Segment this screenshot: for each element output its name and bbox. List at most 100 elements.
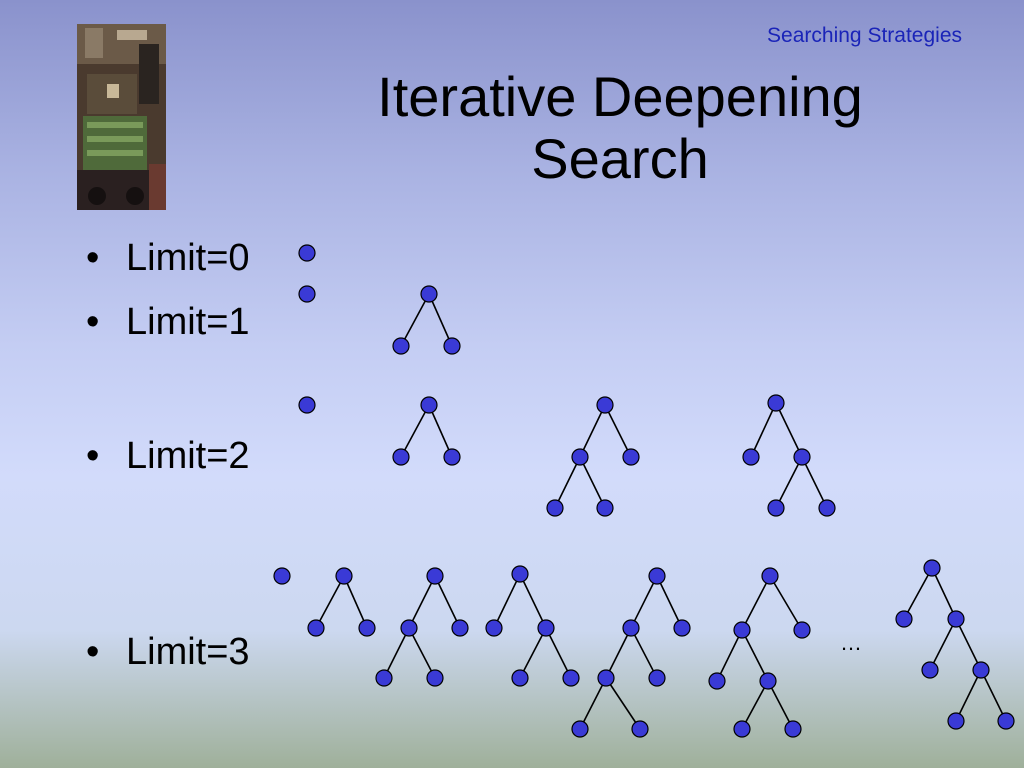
tree-node [947, 712, 965, 730]
tree-edge [955, 618, 982, 671]
tree-edge [931, 567, 957, 620]
robot-photo-image [77, 24, 166, 210]
tree-node [426, 669, 444, 687]
tree-node [443, 337, 461, 355]
tree-node [298, 396, 316, 414]
tree-edge [741, 629, 769, 682]
tree-edge [767, 680, 794, 730]
tree-node [784, 720, 802, 738]
tree-node [622, 448, 640, 466]
tree-node [596, 396, 614, 414]
tree-edge [343, 575, 368, 629]
tree-edge [741, 680, 769, 730]
tree-limit2-step2 [392, 396, 461, 466]
tree-node [895, 610, 913, 628]
tree-node [400, 619, 418, 637]
slide-title: Iterative Deepening Search [310, 66, 930, 190]
tree-limit3-step2 [307, 567, 376, 637]
tree-node [767, 499, 785, 517]
tree-limit1-step1 [298, 285, 316, 303]
tree-node [392, 448, 410, 466]
robot-photo [77, 24, 166, 210]
tree-node [631, 720, 649, 738]
tree-node [733, 621, 751, 639]
tree-edge [769, 575, 803, 631]
tree-limit1-step2 [392, 285, 461, 355]
tree-limit2-step1 [298, 396, 316, 414]
tree-node [511, 669, 529, 687]
tree-edge [428, 404, 453, 458]
tree-limit3-step3 [375, 567, 469, 687]
tree-edge [408, 575, 436, 629]
tree-node [648, 567, 666, 585]
tree-edge [750, 402, 777, 458]
tree-node [426, 567, 444, 585]
tree-limit2-step3 [546, 396, 640, 517]
tree-edge [605, 627, 632, 679]
tree-node [307, 619, 325, 637]
tree-node [921, 661, 939, 679]
tree-limit3-step1 [273, 567, 291, 585]
tree-edge [955, 669, 982, 722]
tree-edge [604, 404, 632, 458]
tree-node [571, 720, 589, 738]
slide-header-label: Searching Strategies [767, 24, 962, 47]
tree-edge [408, 627, 436, 679]
tree-edge [428, 293, 453, 347]
tree-edge [519, 627, 547, 679]
tree-node [298, 285, 316, 303]
tree-node [571, 448, 589, 466]
tree-edge [741, 575, 771, 631]
tree-edge [579, 456, 606, 509]
tree-edge [554, 456, 581, 509]
tree-edge [519, 573, 547, 629]
tree-node [622, 619, 640, 637]
tree-edge [545, 627, 572, 679]
tree-node [761, 567, 779, 585]
tree-node [546, 499, 564, 517]
tree-edge [315, 575, 345, 629]
tree-node [648, 669, 666, 687]
tree-node [597, 669, 615, 687]
tree-edge [716, 629, 743, 682]
tree-node [818, 499, 836, 517]
tree-node [537, 619, 555, 637]
slide-title-line-1: Iterative Deepening [377, 65, 863, 128]
tree-limit3-step5 [571, 567, 691, 738]
tree-node [596, 499, 614, 517]
tree-edge [980, 669, 1007, 722]
tree-node [972, 661, 990, 679]
tree-edge [400, 293, 430, 347]
continuation-ellipsis: … [840, 630, 862, 655]
tree-edge [579, 404, 606, 458]
tree-limit3-step4 [485, 565, 580, 687]
tree-limit2-step4 [742, 394, 836, 517]
tree-edge [605, 677, 641, 730]
tree-node [793, 448, 811, 466]
tree-edge [903, 567, 933, 620]
tree-edge [656, 575, 683, 629]
tree-node [673, 619, 691, 637]
tree-edge [579, 677, 607, 730]
tree-node [923, 559, 941, 577]
tree-node [511, 565, 529, 583]
tree-limit3-step6 [708, 567, 811, 738]
tree-edge [400, 404, 430, 458]
tree-edge [434, 575, 461, 629]
tree-edge [630, 627, 658, 679]
tree-node [273, 567, 291, 585]
tree-node [562, 669, 580, 687]
tree-node [485, 619, 503, 637]
tree-node [451, 619, 469, 637]
tree-node [997, 712, 1015, 730]
tree-node [759, 672, 777, 690]
tree-node [793, 621, 811, 639]
tree-node [742, 448, 760, 466]
tree-edge [775, 402, 803, 458]
tree-node [420, 396, 438, 414]
tree-node [375, 669, 393, 687]
tree-edge [775, 456, 803, 509]
tree-edge [493, 573, 521, 629]
slide-title-line-2: Search [531, 127, 709, 190]
